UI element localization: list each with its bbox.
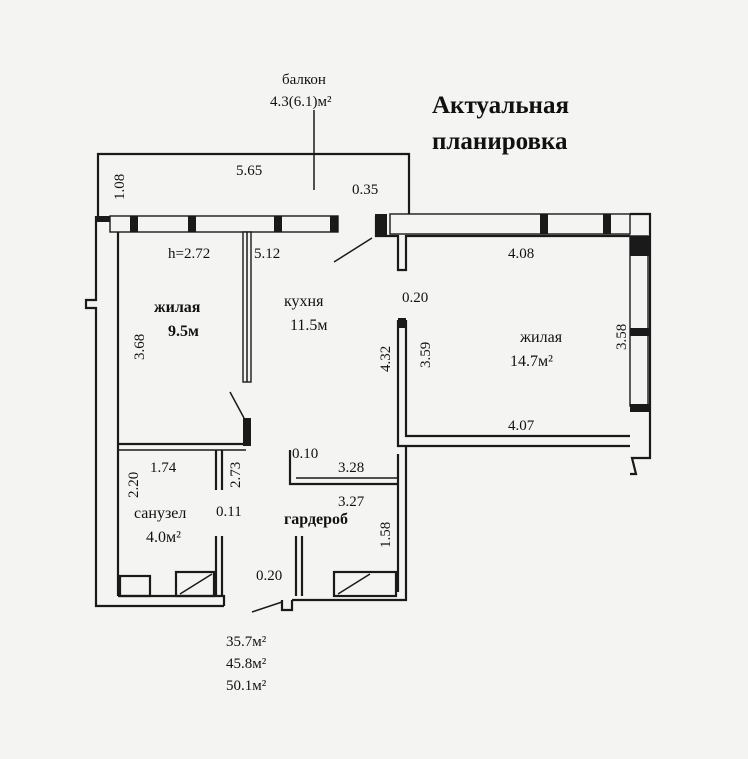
plan-title-line1: Актуальная bbox=[432, 92, 569, 119]
room-living2-area: 14.7м² bbox=[510, 353, 553, 370]
balcony-name: балкон bbox=[282, 72, 326, 88]
dim-balcony-width: 5.65 bbox=[236, 163, 262, 179]
room-kitchen-name: кухня bbox=[284, 293, 324, 310]
dim-living2-left: 3.59 bbox=[418, 342, 434, 368]
ceiling-height: h=2.72 bbox=[168, 246, 210, 262]
room-kitchen-area: 11.5м bbox=[290, 317, 328, 334]
room-wardrobe-name: гардероб bbox=[284, 511, 348, 528]
dim-kitchen-width: 5.12 bbox=[254, 246, 280, 262]
dim-hall-depth: 2.73 bbox=[228, 462, 244, 488]
room-living1-name: жилая bbox=[154, 299, 201, 316]
dim-living1-left: 3.68 bbox=[132, 334, 148, 360]
total-area-3: 50.1м² bbox=[226, 678, 267, 694]
dim-bath-width: 1.74 bbox=[150, 460, 177, 476]
dim-living2-right: 3.58 bbox=[614, 324, 630, 350]
dim-wardrobe-depth: 1.58 bbox=[378, 522, 394, 548]
dim-living2-bottom: 4.07 bbox=[508, 418, 535, 434]
room-living1-area: 9.5м bbox=[168, 323, 199, 340]
dim-partition-020: 0.20 bbox=[402, 290, 428, 306]
balcony-outline bbox=[96, 152, 411, 217]
room-bathroom-area: 4.0м² bbox=[146, 529, 181, 546]
total-area-2: 45.8м² bbox=[226, 656, 267, 672]
interior-walls bbox=[118, 110, 398, 613]
outer-walls bbox=[84, 212, 652, 612]
total-area-1: 35.7м² bbox=[226, 634, 267, 650]
dim-bath-wall: 0.11 bbox=[216, 504, 242, 520]
room-living2-name: жилая bbox=[519, 329, 563, 346]
room-bathroom-name: санузел bbox=[134, 505, 186, 522]
total-areas: 35.7м² 45.8м² 50.1м² bbox=[226, 631, 296, 697]
dim-bath-depth: 2.20 bbox=[126, 472, 142, 498]
dim-living2-top: 4.08 bbox=[508, 246, 534, 262]
dim-wardrobe-top: 3.28 bbox=[338, 460, 364, 476]
dim-kitchen-right: 4.32 bbox=[378, 346, 394, 372]
plan-title: Актуальная планировка bbox=[432, 88, 632, 160]
dim-entrance-wall: 0.20 bbox=[256, 568, 282, 584]
plan-title-line2: планировка bbox=[432, 128, 568, 155]
dim-kitchen-wall-offset: 0.35 bbox=[352, 182, 378, 198]
dim-balcony-depth: 1.08 bbox=[112, 174, 128, 200]
balcony-area: 4.3(6.1)м² bbox=[270, 94, 332, 110]
dim-wardrobe-bottom: 3.27 bbox=[338, 494, 365, 510]
dim-wardrobe-wall: 0.10 bbox=[292, 446, 318, 462]
